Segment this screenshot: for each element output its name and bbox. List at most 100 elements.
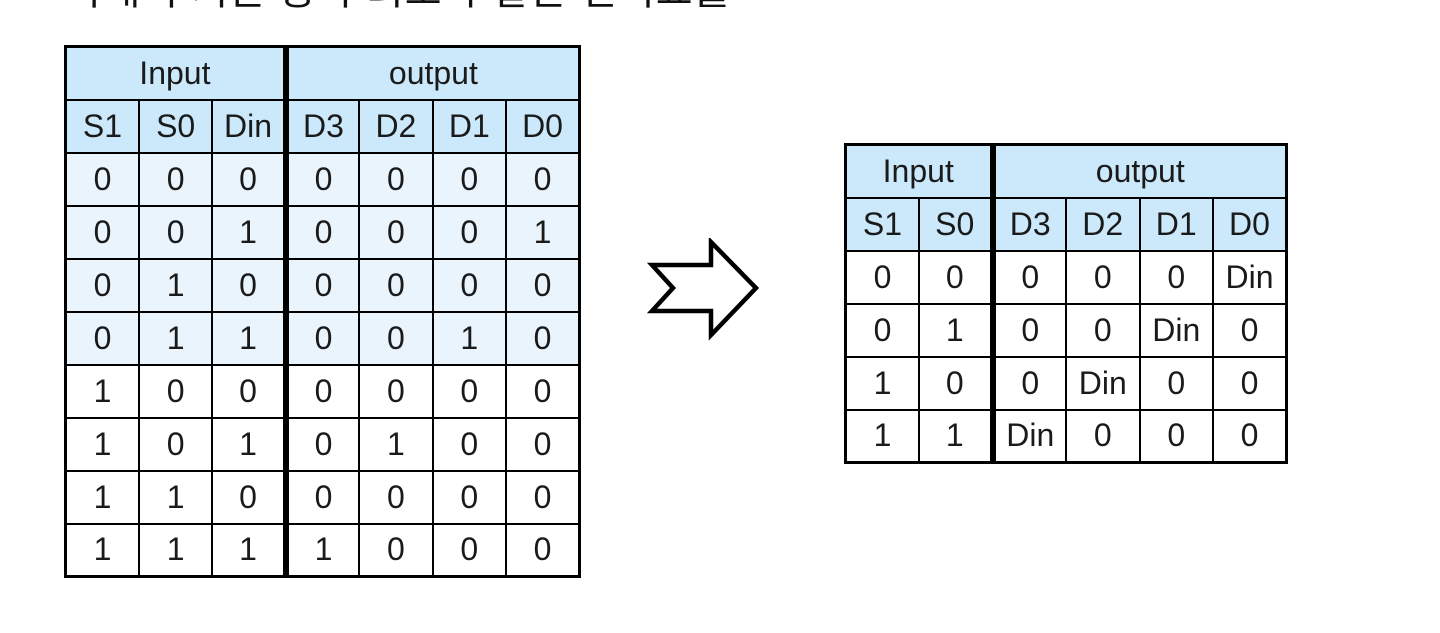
column-header: Din xyxy=(211,98,287,154)
column-header: S0 xyxy=(918,196,994,252)
cell: 0 xyxy=(989,355,1067,411)
cell: 0 xyxy=(64,257,140,313)
cell: 1 xyxy=(137,310,214,366)
cell: 1 xyxy=(918,302,994,358)
cell: 0 xyxy=(64,204,140,260)
cell: 0 xyxy=(282,257,361,313)
cell: 1 xyxy=(844,408,920,464)
cell: 1 xyxy=(211,204,287,260)
group-header: output xyxy=(989,143,1288,199)
cell: 0 xyxy=(282,151,361,207)
cell: 0 xyxy=(211,257,287,313)
cell: 0 xyxy=(989,249,1067,305)
cell: 0 xyxy=(918,355,994,411)
cell: 1 xyxy=(137,522,214,578)
cell: 0 xyxy=(211,469,287,525)
cell: 0 xyxy=(505,522,581,578)
cell: 0 xyxy=(918,249,994,305)
column-header: D2 xyxy=(1065,196,1141,252)
cell: 0 xyxy=(1138,355,1214,411)
cell: 0 xyxy=(505,363,581,419)
cell: 0 xyxy=(282,363,361,419)
cell: 0 xyxy=(358,151,434,207)
cell: 0 xyxy=(64,151,140,207)
cell: 0 xyxy=(844,249,920,305)
cell: 0 xyxy=(505,257,581,313)
cell: 1 xyxy=(64,522,140,578)
cell: 0 xyxy=(211,363,287,419)
cell: Din xyxy=(1065,355,1141,411)
column-header: S0 xyxy=(137,98,214,154)
group-header: Input xyxy=(844,143,994,199)
group-header: Input xyxy=(64,45,287,101)
cell: 1 xyxy=(358,416,434,472)
cell: 0 xyxy=(1138,408,1214,464)
cell: 0 xyxy=(282,416,361,472)
cell: 0 xyxy=(358,363,434,419)
cell: 0 xyxy=(431,469,508,525)
cell: 1 xyxy=(431,310,508,366)
cell: 1 xyxy=(211,522,287,578)
cell: 0 xyxy=(1212,355,1288,411)
cell: 0 xyxy=(431,363,508,419)
cell: Din xyxy=(1212,249,1288,305)
cell: 0 xyxy=(1065,249,1141,305)
cell: 0 xyxy=(1212,302,1288,358)
cell: 1 xyxy=(64,363,140,419)
cell: 1 xyxy=(64,416,140,472)
cell: 0 xyxy=(137,416,214,472)
cell: 0 xyxy=(137,204,214,260)
column-header: D1 xyxy=(431,98,508,154)
cell: 0 xyxy=(282,469,361,525)
cell: 0 xyxy=(431,257,508,313)
cell: 0 xyxy=(1138,249,1214,305)
column-header: D3 xyxy=(989,196,1067,252)
cell: 0 xyxy=(358,257,434,313)
cell: 0 xyxy=(1212,408,1288,464)
cell: 0 xyxy=(358,310,434,366)
cell: 0 xyxy=(844,302,920,358)
column-header: D0 xyxy=(505,98,581,154)
column-header: D3 xyxy=(282,98,361,154)
cell: 0 xyxy=(358,469,434,525)
cell: 0 xyxy=(1065,408,1141,464)
cell: 1 xyxy=(137,257,214,313)
cell: 0 xyxy=(358,204,434,260)
cell: 1 xyxy=(64,469,140,525)
column-header: D0 xyxy=(1212,196,1288,252)
cell: 1 xyxy=(211,310,287,366)
cell: 0 xyxy=(505,469,581,525)
column-header: D1 xyxy=(1138,196,1214,252)
column-header: D2 xyxy=(358,98,434,154)
cell: 1 xyxy=(211,416,287,472)
group-header: output xyxy=(282,45,581,101)
cell: 1 xyxy=(844,355,920,411)
cell: 0 xyxy=(137,151,214,207)
cell: 0 xyxy=(431,151,508,207)
cell: 0 xyxy=(505,151,581,207)
cell: Din xyxy=(1138,302,1214,358)
clipped-heading-text: 아래의 기본 동작 회로와 같은 진리표를 도출 xyxy=(66,0,726,13)
cell: 0 xyxy=(431,522,508,578)
cell: 0 xyxy=(431,204,508,260)
cell: 0 xyxy=(505,310,581,366)
cell: Din xyxy=(989,408,1067,464)
clipped-heading: 아래의 기본 동작 회로와 같은 진리표를 도출 xyxy=(66,0,726,13)
transform-arrow-icon xyxy=(646,236,762,342)
